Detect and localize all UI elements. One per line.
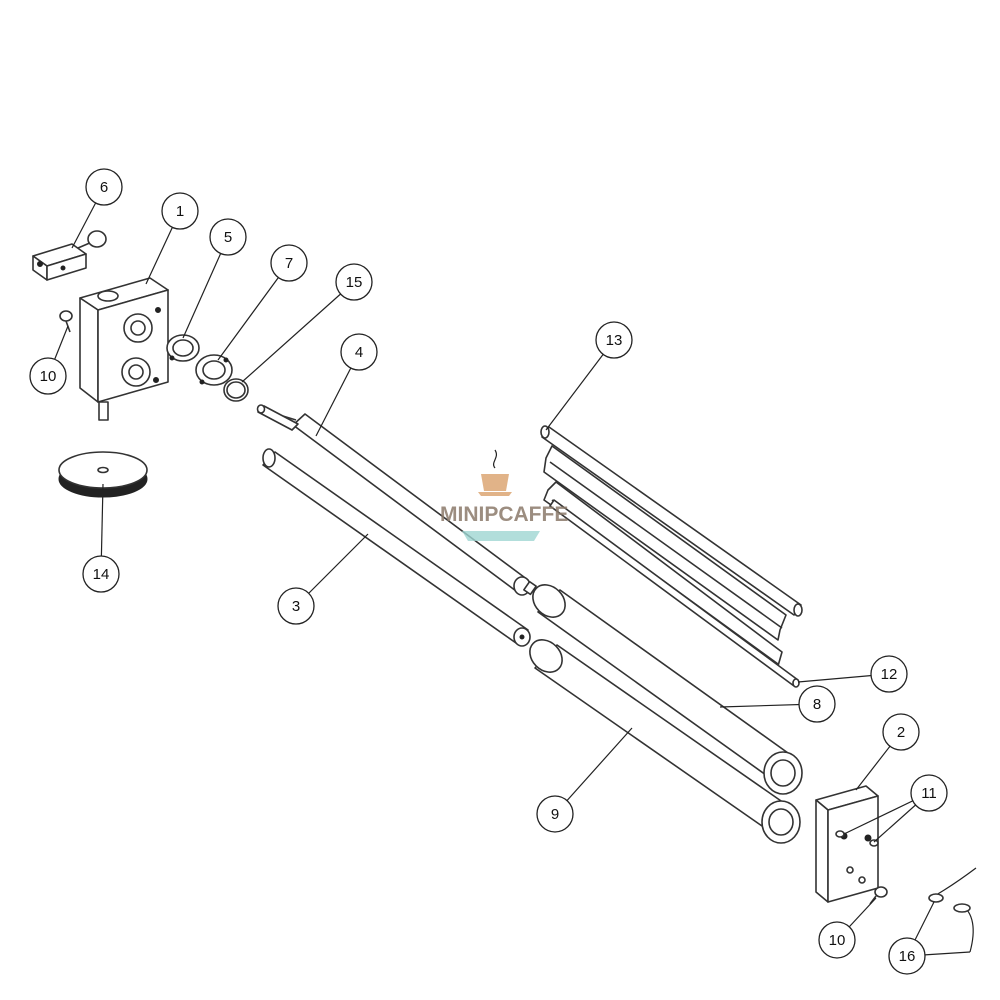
part-2-end-plate	[815, 785, 879, 903]
callout-9: 9	[536, 795, 574, 833]
svg-text:6: 6	[100, 179, 108, 196]
callout-1: 1	[161, 192, 199, 230]
part-16-spring-clip	[928, 867, 977, 953]
channel-profile-upper	[543, 445, 787, 641]
callout-8: 8	[798, 685, 836, 723]
svg-text:14: 14	[93, 566, 110, 583]
svg-text:5: 5	[224, 229, 232, 246]
callout-3: 3	[277, 587, 315, 625]
svg-text:11: 11	[921, 785, 937, 802]
part-4-shaft	[256, 404, 537, 596]
part-10-screw-lower	[869, 886, 888, 905]
svg-text:10: 10	[40, 368, 57, 385]
svg-text:2: 2	[897, 724, 905, 741]
svg-text:4: 4	[355, 344, 363, 361]
part-3-rod	[262, 448, 531, 647]
part-10-screw-upper	[59, 310, 73, 333]
minipcaffe-watermark: MINIPCAFFE	[440, 449, 568, 541]
callout-5: 5	[209, 218, 247, 256]
callout-2: 2	[882, 713, 920, 751]
svg-text:8: 8	[813, 696, 821, 713]
svg-text:15: 15	[346, 274, 363, 291]
part-13-tube	[540, 425, 803, 617]
callout-15: 15	[335, 263, 373, 301]
callout-14: 14	[82, 555, 120, 593]
svg-text:1: 1	[176, 203, 184, 220]
callout-12: 12	[870, 655, 908, 693]
part-12-thin-rod	[549, 499, 800, 688]
svg-text:7: 7	[285, 255, 293, 272]
part-9-roller	[529, 639, 801, 844]
callout-10-upper: 10	[29, 357, 67, 395]
callout-10-lower: 10	[818, 921, 856, 959]
svg-text:10: 10	[829, 932, 846, 949]
part-8-roller	[532, 584, 803, 795]
watermark-text: MINIPCAFFE	[440, 503, 568, 526]
part-1-main-block	[79, 277, 169, 421]
svg-text:13: 13	[606, 332, 623, 349]
svg-text:12: 12	[881, 666, 898, 683]
callout-6: 6	[85, 168, 123, 206]
callout-11: 11	[910, 774, 948, 812]
callout-4: 4	[340, 333, 378, 371]
callout-7: 7	[270, 244, 308, 282]
part-15-snap-ring	[223, 378, 249, 402]
callout-16: 16	[888, 937, 926, 975]
part-7-gear-ring	[195, 354, 233, 386]
part-6-knob-block	[32, 230, 107, 281]
part-5-gear-ring	[166, 334, 200, 362]
svg-text:16: 16	[899, 948, 916, 965]
callout-13: 13	[595, 321, 633, 359]
svg-text:9: 9	[551, 806, 559, 823]
svg-text:3: 3	[292, 598, 300, 615]
